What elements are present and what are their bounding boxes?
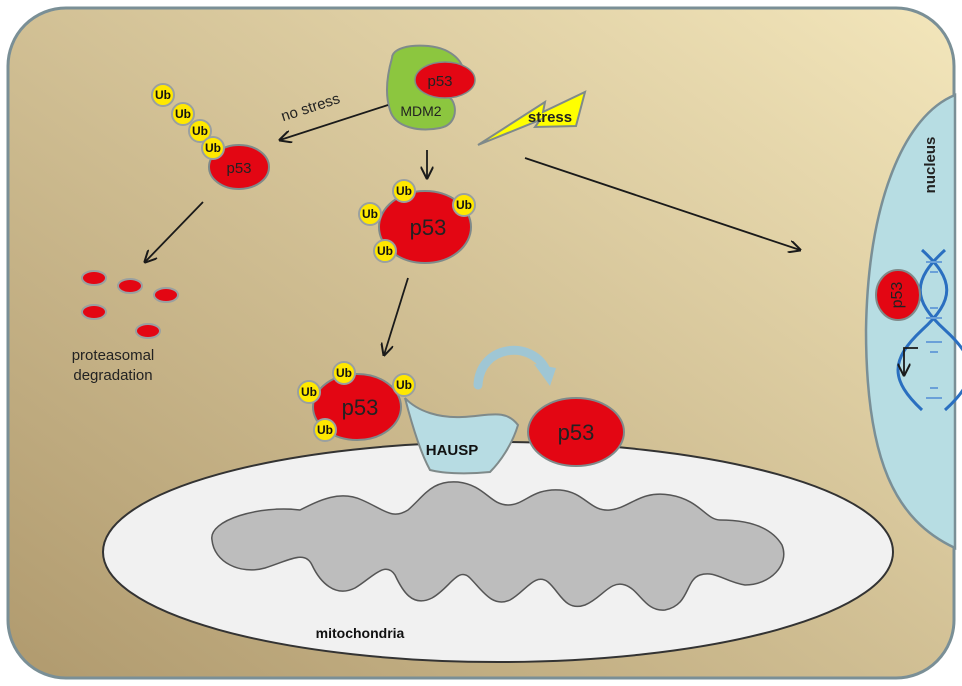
polyubiquitinated-p53: p53 Ub Ub Ub Ub xyxy=(151,83,270,190)
free-p53-mito: p53 xyxy=(527,397,625,467)
mitochondria-label: mitochondria xyxy=(316,625,405,641)
svg-text:Ub: Ub xyxy=(362,207,378,221)
arrow-to-degradation xyxy=(145,201,204,262)
ub-tag: Ub xyxy=(171,102,195,126)
arrow-to-mitochondria xyxy=(384,277,409,355)
svg-text:Ub: Ub xyxy=(317,423,333,437)
p53-bound-label: p53 xyxy=(427,73,452,90)
mdm2-label: MDM2 xyxy=(400,103,441,119)
curved-arrow-icon xyxy=(473,345,556,390)
svg-text:Ub: Ub xyxy=(396,378,412,392)
svg-text:Ub: Ub xyxy=(205,141,221,155)
ub-tag: Ub xyxy=(188,119,212,143)
p53-bound-mdm2 xyxy=(414,61,476,99)
mdm2-p53-complex: p53 MDM2 xyxy=(385,44,476,131)
svg-text:Ub: Ub xyxy=(301,385,317,399)
hausp: HAUSP xyxy=(404,397,520,475)
ub-tag: Ub xyxy=(358,202,382,226)
svg-text:Ub: Ub xyxy=(456,198,472,212)
proteasomal-label-line1: proteasomal xyxy=(72,347,155,364)
svg-text:Ub: Ub xyxy=(336,366,352,380)
mitochondria-cristae xyxy=(211,481,785,611)
ub-tag: Ub xyxy=(332,361,356,385)
ub-tag: Ub xyxy=(297,380,321,404)
ub-tag: Ub xyxy=(392,373,416,397)
ub-tag: Ub xyxy=(392,179,416,203)
ub-tag: Ub xyxy=(151,83,175,107)
monoubiquitinated-p53: p53 Ub Ub Ub Ub xyxy=(358,179,476,264)
p53-free-label: p53 xyxy=(558,420,595,445)
ub-tag: Ub xyxy=(201,136,225,160)
svg-text:Ub: Ub xyxy=(175,107,191,121)
svg-text:Ub: Ub xyxy=(155,88,171,102)
svg-text:Ub: Ub xyxy=(192,124,208,138)
ub-tag: Ub xyxy=(313,418,337,442)
mitochondria: mitochondria xyxy=(102,441,894,663)
no-stress-arrow xyxy=(280,104,389,140)
lightning-bolt-icon: stress xyxy=(477,90,587,146)
svg-text:Ub: Ub xyxy=(377,244,393,258)
proteasomal-label-line2: degradation xyxy=(73,367,152,384)
p53-nucleus: p53 xyxy=(875,269,921,321)
p53-mono-label: p53 xyxy=(410,215,447,240)
nucleus xyxy=(864,93,957,550)
p53-poly-label: p53 xyxy=(226,160,251,177)
nucleus-label: nucleus xyxy=(922,137,939,194)
ub-tag: Ub xyxy=(373,239,397,263)
mito-ubiquitinated-p53: p53 Ub Ub Ub Ub xyxy=(297,361,416,442)
p53-mito-label: p53 xyxy=(342,395,379,420)
ub-tag: Ub xyxy=(452,193,476,217)
svg-text:Ub: Ub xyxy=(396,184,412,198)
dna-double-helix-icon xyxy=(896,248,962,412)
hausp-label: HAUSP xyxy=(426,442,479,459)
bent-arrow-icon xyxy=(904,347,918,375)
stress-label: stress xyxy=(528,109,572,126)
arrow-stress-to-nucleus xyxy=(524,157,800,250)
proteasomal-fragments xyxy=(81,270,179,339)
p53-nucleus-label: p53 xyxy=(889,282,906,309)
